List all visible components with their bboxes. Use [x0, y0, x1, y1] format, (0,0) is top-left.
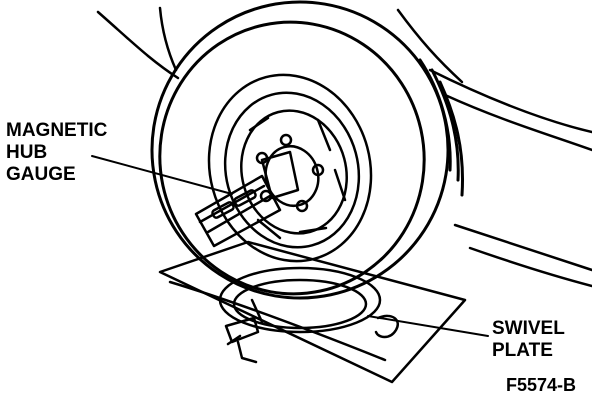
- label-line: SWIVEL: [492, 318, 565, 339]
- label-line: GAUGE: [6, 164, 76, 185]
- label-swivel-plate: SWIVEL PLATE: [492, 318, 565, 362]
- label-line: MAGNETIC: [6, 120, 108, 141]
- wheel-rim: [207, 73, 373, 263]
- label-line: HUB: [6, 142, 48, 163]
- vehicle-fender: [96, 6, 592, 288]
- wheel-hub: [255, 133, 325, 213]
- leader-swivel-plate: [367, 315, 489, 337]
- label-line: PLATE: [492, 340, 553, 361]
- magnetic-hub-gauge: [194, 150, 300, 248]
- label-magnetic-hub-gauge: MAGNETIC HUB GAUGE: [6, 120, 107, 186]
- leader-magnetic-hub-gauge: [91, 155, 233, 195]
- swivel-lock-pin: [224, 316, 260, 364]
- swivel-plate: [158, 240, 467, 384]
- figure-id: F5574-B: [506, 375, 577, 395]
- leader-lines: [91, 155, 489, 337]
- tire: [150, 0, 465, 300]
